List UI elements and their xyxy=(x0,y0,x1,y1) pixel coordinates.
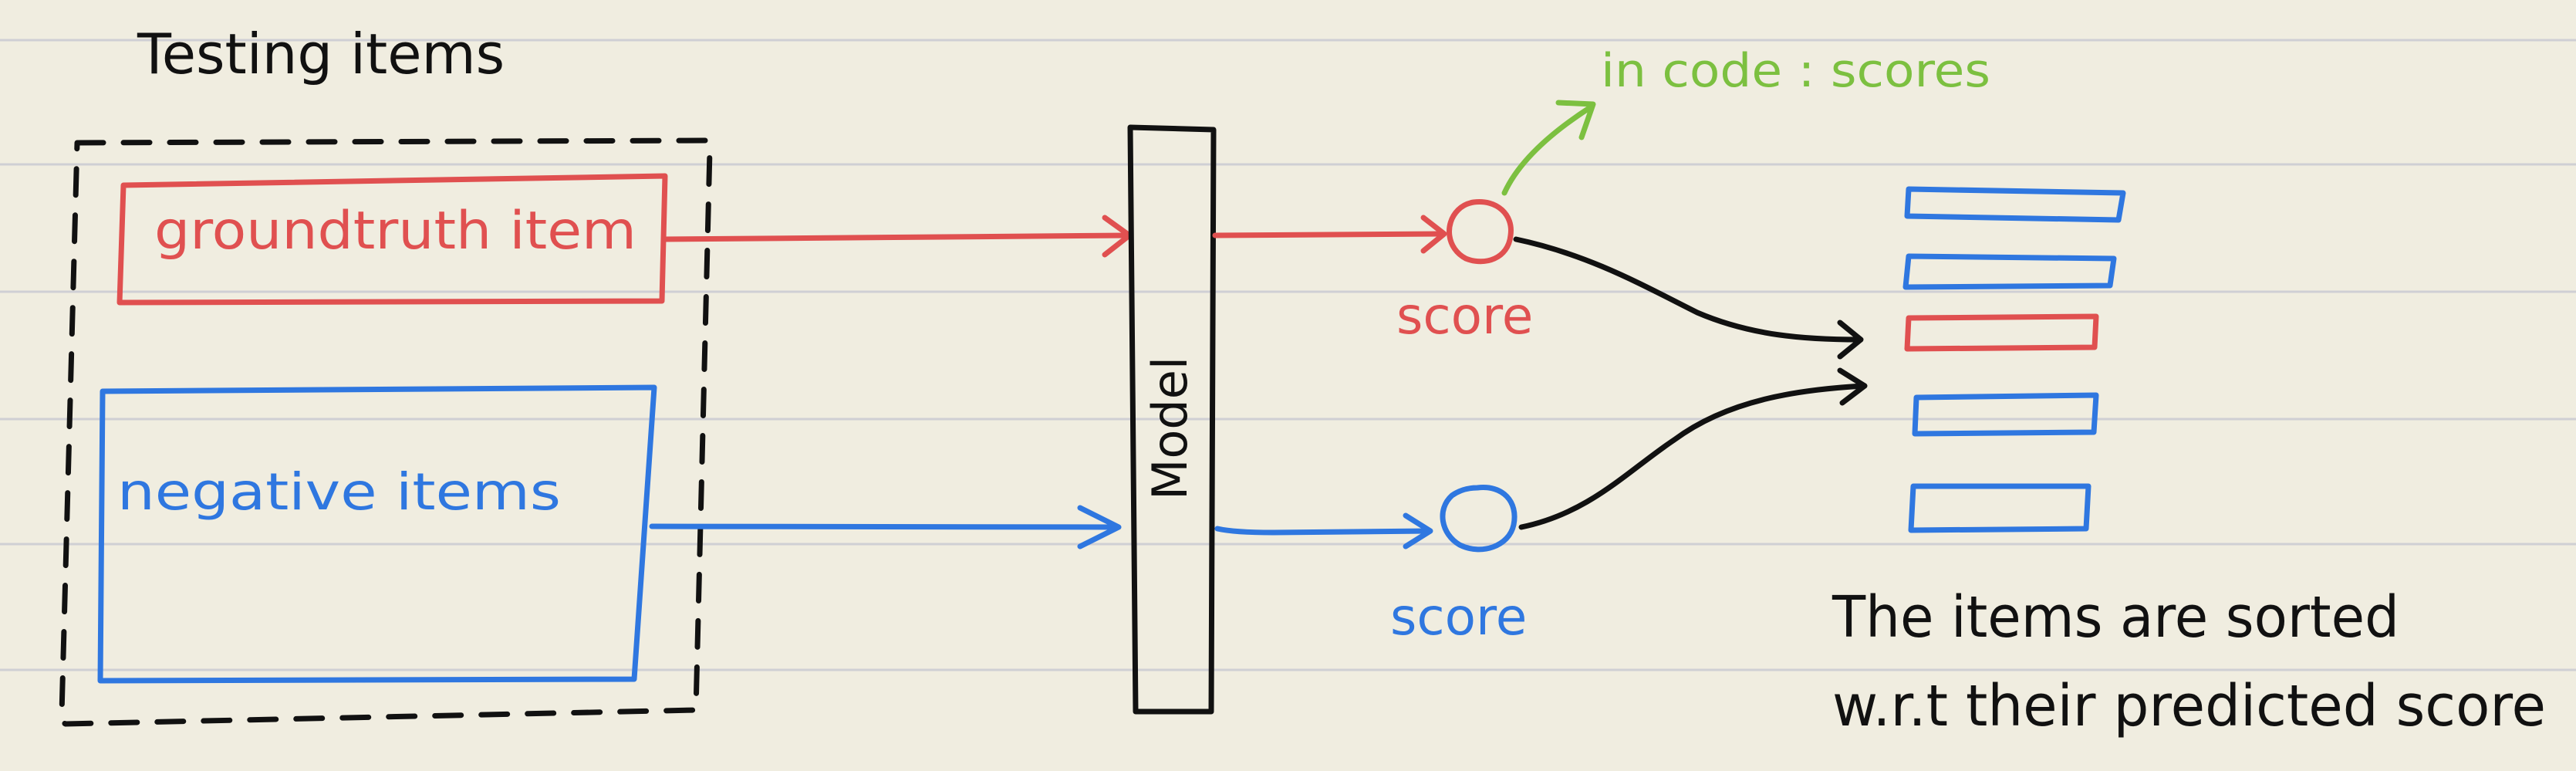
red-score-label: score xyxy=(1396,286,1533,346)
blue-score-to-list-arrow xyxy=(1518,367,1868,530)
negative-items-box xyxy=(97,384,657,684)
blue-score-circle xyxy=(1440,485,1518,553)
groundtruth-item-label: groundtruth item xyxy=(154,201,636,262)
red-score-to-list-arrow xyxy=(1513,236,1864,360)
model-label: Model xyxy=(1142,357,1198,500)
negative-items-label: negative items xyxy=(117,462,561,522)
ranked-item-negative xyxy=(1904,186,2126,223)
groundtruth-item-box xyxy=(116,173,668,306)
ranked-item-negative xyxy=(1908,483,2092,533)
groundtruth-to-model-arrow xyxy=(660,215,1133,258)
testing-items-title: Testing items xyxy=(137,22,505,86)
model-box xyxy=(1127,124,1217,715)
negatives-to-model-arrow xyxy=(649,505,1122,550)
ruled-lines xyxy=(0,39,2576,671)
code-note-arrow xyxy=(1501,100,1596,196)
ranked-items-list xyxy=(1902,186,2126,533)
red-score-circle xyxy=(1447,199,1514,265)
blue-score-label: score xyxy=(1390,587,1527,647)
code-note-label: in code : scores xyxy=(1601,44,1990,98)
ranked-item-negative xyxy=(1902,253,2117,290)
model-to-blue-score-arrow xyxy=(1214,512,1433,550)
caption-line-1: The items are sorted xyxy=(1832,584,2399,651)
ranked-item-negative xyxy=(1912,392,2099,437)
caption-line-2: w.r.t their predicted score xyxy=(1832,673,2546,739)
model-to-red-score-arrow xyxy=(1212,215,1447,254)
ranked-item-groundtruth xyxy=(1904,313,2099,352)
